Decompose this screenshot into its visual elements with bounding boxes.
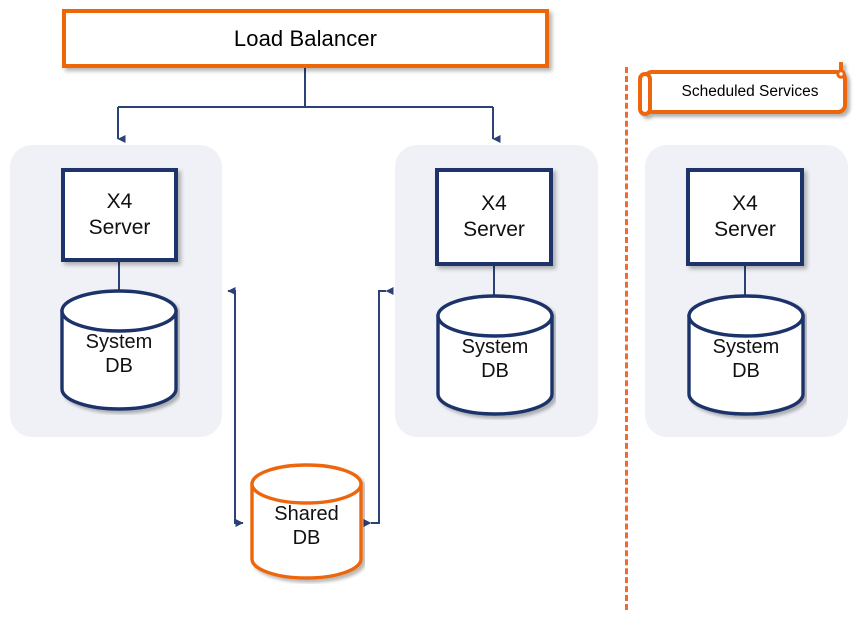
x4-server-left-line2: Server — [88, 216, 151, 239]
x4-server-middle-line1: X4 — [481, 192, 507, 216]
connector-left-db-shared-db — [227, 287, 244, 527]
database-cylinder-icon — [436, 294, 554, 416]
x4-server-left[interactable]: X4 Server — [61, 168, 178, 262]
scheduled-services-bracket-icon — [638, 62, 847, 116]
database-cylinder-icon — [687, 294, 805, 416]
stem-right-server-to-db — [744, 266, 746, 302]
x4-server-middle-line2: Server — [463, 218, 525, 241]
x4-server-right-line1: X4 — [732, 192, 758, 216]
system-db-left[interactable]: System DB — [58, 288, 180, 415]
load-balancer-box[interactable]: Load Balancer — [62, 9, 549, 68]
scheduled-services-divider — [625, 67, 628, 610]
connector-middle-db-shared-db — [363, 287, 394, 527]
stem-left-server-to-db — [118, 262, 120, 296]
x4-server-middle[interactable]: X4 Server — [435, 168, 553, 266]
load-balancer-label: Load Balancer — [233, 25, 378, 51]
database-cylinder-icon — [60, 289, 178, 411]
x4-server-right-line2: Server — [714, 218, 776, 241]
database-cylinder-icon — [250, 463, 363, 580]
scheduled-services-callout[interactable]: Scheduled Services — [634, 62, 860, 124]
system-db-right[interactable]: System DB — [685, 293, 807, 420]
system-db-middle[interactable]: System DB — [434, 293, 556, 420]
shared-db[interactable]: Shared DB — [248, 462, 365, 584]
x4-server-left-line1: X4 — [106, 190, 133, 214]
scheduled-services-label: Scheduled Services — [681, 83, 819, 100]
x4-server-right[interactable]: X4 Server — [686, 168, 804, 266]
stem-middle-server-to-db — [493, 266, 495, 302]
connector-lb-to-servers — [117, 68, 501, 143]
